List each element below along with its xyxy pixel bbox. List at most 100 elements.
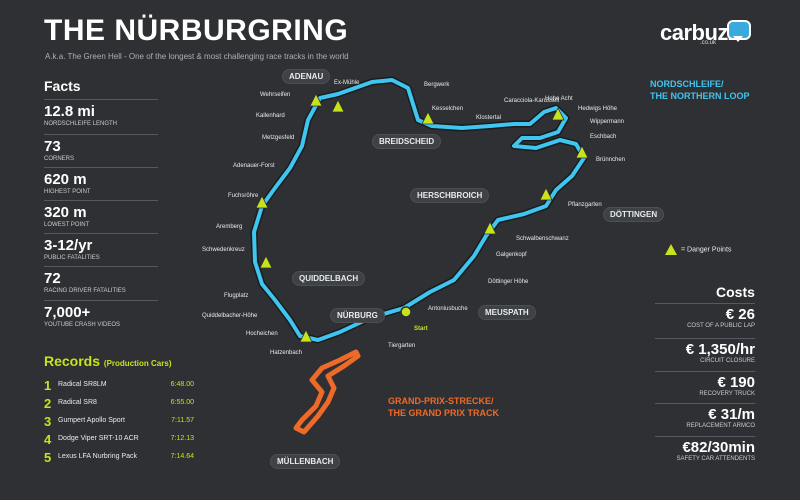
start-marker <box>400 306 412 318</box>
cost-value: € 1,350/hr <box>685 341 755 358</box>
corner-label: Schwalbenschwanz <box>516 236 569 242</box>
grand-prix-label: GRAND-PRIX-STRECKE/ THE GRAND PRIX TRACK <box>388 395 499 419</box>
corner-label: Antoniusbuche <box>428 306 468 312</box>
fact-value: 3-12/yr <box>44 237 93 254</box>
corner-label: Hohe Acht <box>545 96 573 102</box>
map-legend: = Danger Points <box>665 244 731 255</box>
corner-label: Hatzenbach <box>270 350 303 356</box>
grand-prix-label-line: THE GRAND PRIX TRACK <box>388 408 500 418</box>
start-label: Start <box>414 326 428 332</box>
corner-label: Wehrseifen <box>260 92 291 98</box>
danger-point-icon <box>259 255 273 269</box>
danger-point-icon <box>483 221 497 235</box>
record-time: 7:11.57 <box>171 417 194 424</box>
record-time: 6:55.00 <box>170 399 194 406</box>
corner-label: Pflanzgarten <box>568 202 602 208</box>
fact-value: 320 m <box>44 204 87 221</box>
town-label: QUIDDELBACH <box>292 271 366 286</box>
cost-label: REPLACEMENT ARMCO <box>686 423 755 429</box>
cost-label: CIRCUIT CLOSURE <box>700 358 755 364</box>
carbuzz-logo[interactable]: carbuzz <box>660 20 739 45</box>
fact-item: 7,000+YOUTUBE CRASH VIDEOS <box>44 300 158 328</box>
fact-label: CORNERS <box>44 156 75 162</box>
record-item: 3 Gumpert Apollo Sport 7:11.57 <box>44 414 194 430</box>
legend-label: = Danger Points <box>681 246 732 254</box>
grand-prix-track <box>293 349 361 435</box>
nordschleife-label: NORDSCHLEIFE/ THE NORTHERN LOOP <box>650 78 750 102</box>
record-car: Gumpert Apollo Sport <box>58 417 125 424</box>
town-label: HERSCHBROICH <box>410 188 490 203</box>
town-label: DÖTTINGEN <box>603 207 665 222</box>
corner-label: Caracciola-Karussell <box>504 98 560 104</box>
danger-points <box>255 93 589 343</box>
record-rank: 4 <box>44 432 52 447</box>
corner-label: Adenauer-Forst <box>233 163 275 169</box>
town-label: MEUSPATH <box>478 305 536 320</box>
corner-label: Wippermann <box>590 119 625 125</box>
danger-point-icon <box>539 187 553 201</box>
page-subtitle: A.k.a. The Green Hell - One of the longe… <box>45 52 349 61</box>
corner-label: Aremberg <box>216 224 243 230</box>
corner-label: Quiddelbacher-Höhe <box>202 313 258 319</box>
town-label: NÜRBURG <box>330 308 385 323</box>
corner-label: Klostertal <box>476 115 502 121</box>
corner-label: Kesselchen <box>432 106 464 112</box>
danger-point-icon <box>299 329 313 343</box>
danger-point-icon <box>551 107 565 121</box>
corner-label: Metzgesfeld <box>262 135 295 141</box>
speech-bubble-icon <box>727 20 751 42</box>
fact-value: 620 m <box>44 171 87 188</box>
nordschleife-label-line: THE NORTHERN LOOP <box>650 91 750 101</box>
corner-label: Ex-Mühle <box>334 80 360 86</box>
record-rank: 1 <box>44 378 52 393</box>
nordschleife-label-line: NORDSCHLEIFE/ <box>650 79 724 89</box>
corner-label: Döttinger Höhe <box>488 279 529 285</box>
cost-label: COST OF A PUBLIC LAP <box>687 323 755 329</box>
record-rank: 5 <box>44 450 52 465</box>
records-heading: Records (Production Cars) <box>44 353 171 369</box>
corner-label: Brünnchen <box>596 157 626 163</box>
danger-point-icon <box>575 145 589 159</box>
corner-label: Hedwigs Höhe <box>578 106 618 112</box>
danger-point-icon <box>421 111 435 125</box>
record-car: Radical SR8 <box>58 399 97 406</box>
corner-label: Hocheichen <box>246 331 278 337</box>
logo-domain: .co.uk <box>700 40 717 46</box>
record-time: 6:48.00 <box>170 381 194 388</box>
records-title: Records <box>44 353 101 369</box>
record-time: 7:14.64 <box>170 453 194 460</box>
fact-value: 72 <box>44 270 61 287</box>
town-label: MÜLLENBACH <box>270 454 341 469</box>
record-item: 2 Radical SR8 6:55.00 <box>44 396 194 412</box>
fact-value: 73 <box>44 138 61 155</box>
cost-value: € 26 <box>725 306 755 323</box>
page-title: THE NÜRBURGRING <box>44 14 349 47</box>
fact-label: LOWEST POINT <box>44 222 90 228</box>
corner-label: Schwedenkreuz <box>202 247 245 253</box>
town-label: ADENAU <box>282 69 331 84</box>
costs-heading: Costs <box>716 284 755 300</box>
nordschleife-track-fill <box>252 78 586 342</box>
cost-value: € 31/m <box>708 406 755 423</box>
fact-value: 7,000+ <box>44 304 91 321</box>
record-time: 7:12.13 <box>170 435 194 442</box>
facts-heading: Facts <box>44 78 81 94</box>
town-label: BREIDSCHEID <box>372 134 442 149</box>
record-car: Dodge Viper SRT-10 ACR <box>58 435 139 442</box>
record-rank: 2 <box>44 396 52 411</box>
grand-prix-label-line: GRAND-PRIX-STRECKE/ <box>388 396 494 406</box>
corner-label: Flugplatz <box>224 293 249 299</box>
record-rank: 3 <box>44 414 52 429</box>
corner-label: Fuchsröhre <box>228 193 259 199</box>
cost-value: € 190 <box>717 374 755 391</box>
